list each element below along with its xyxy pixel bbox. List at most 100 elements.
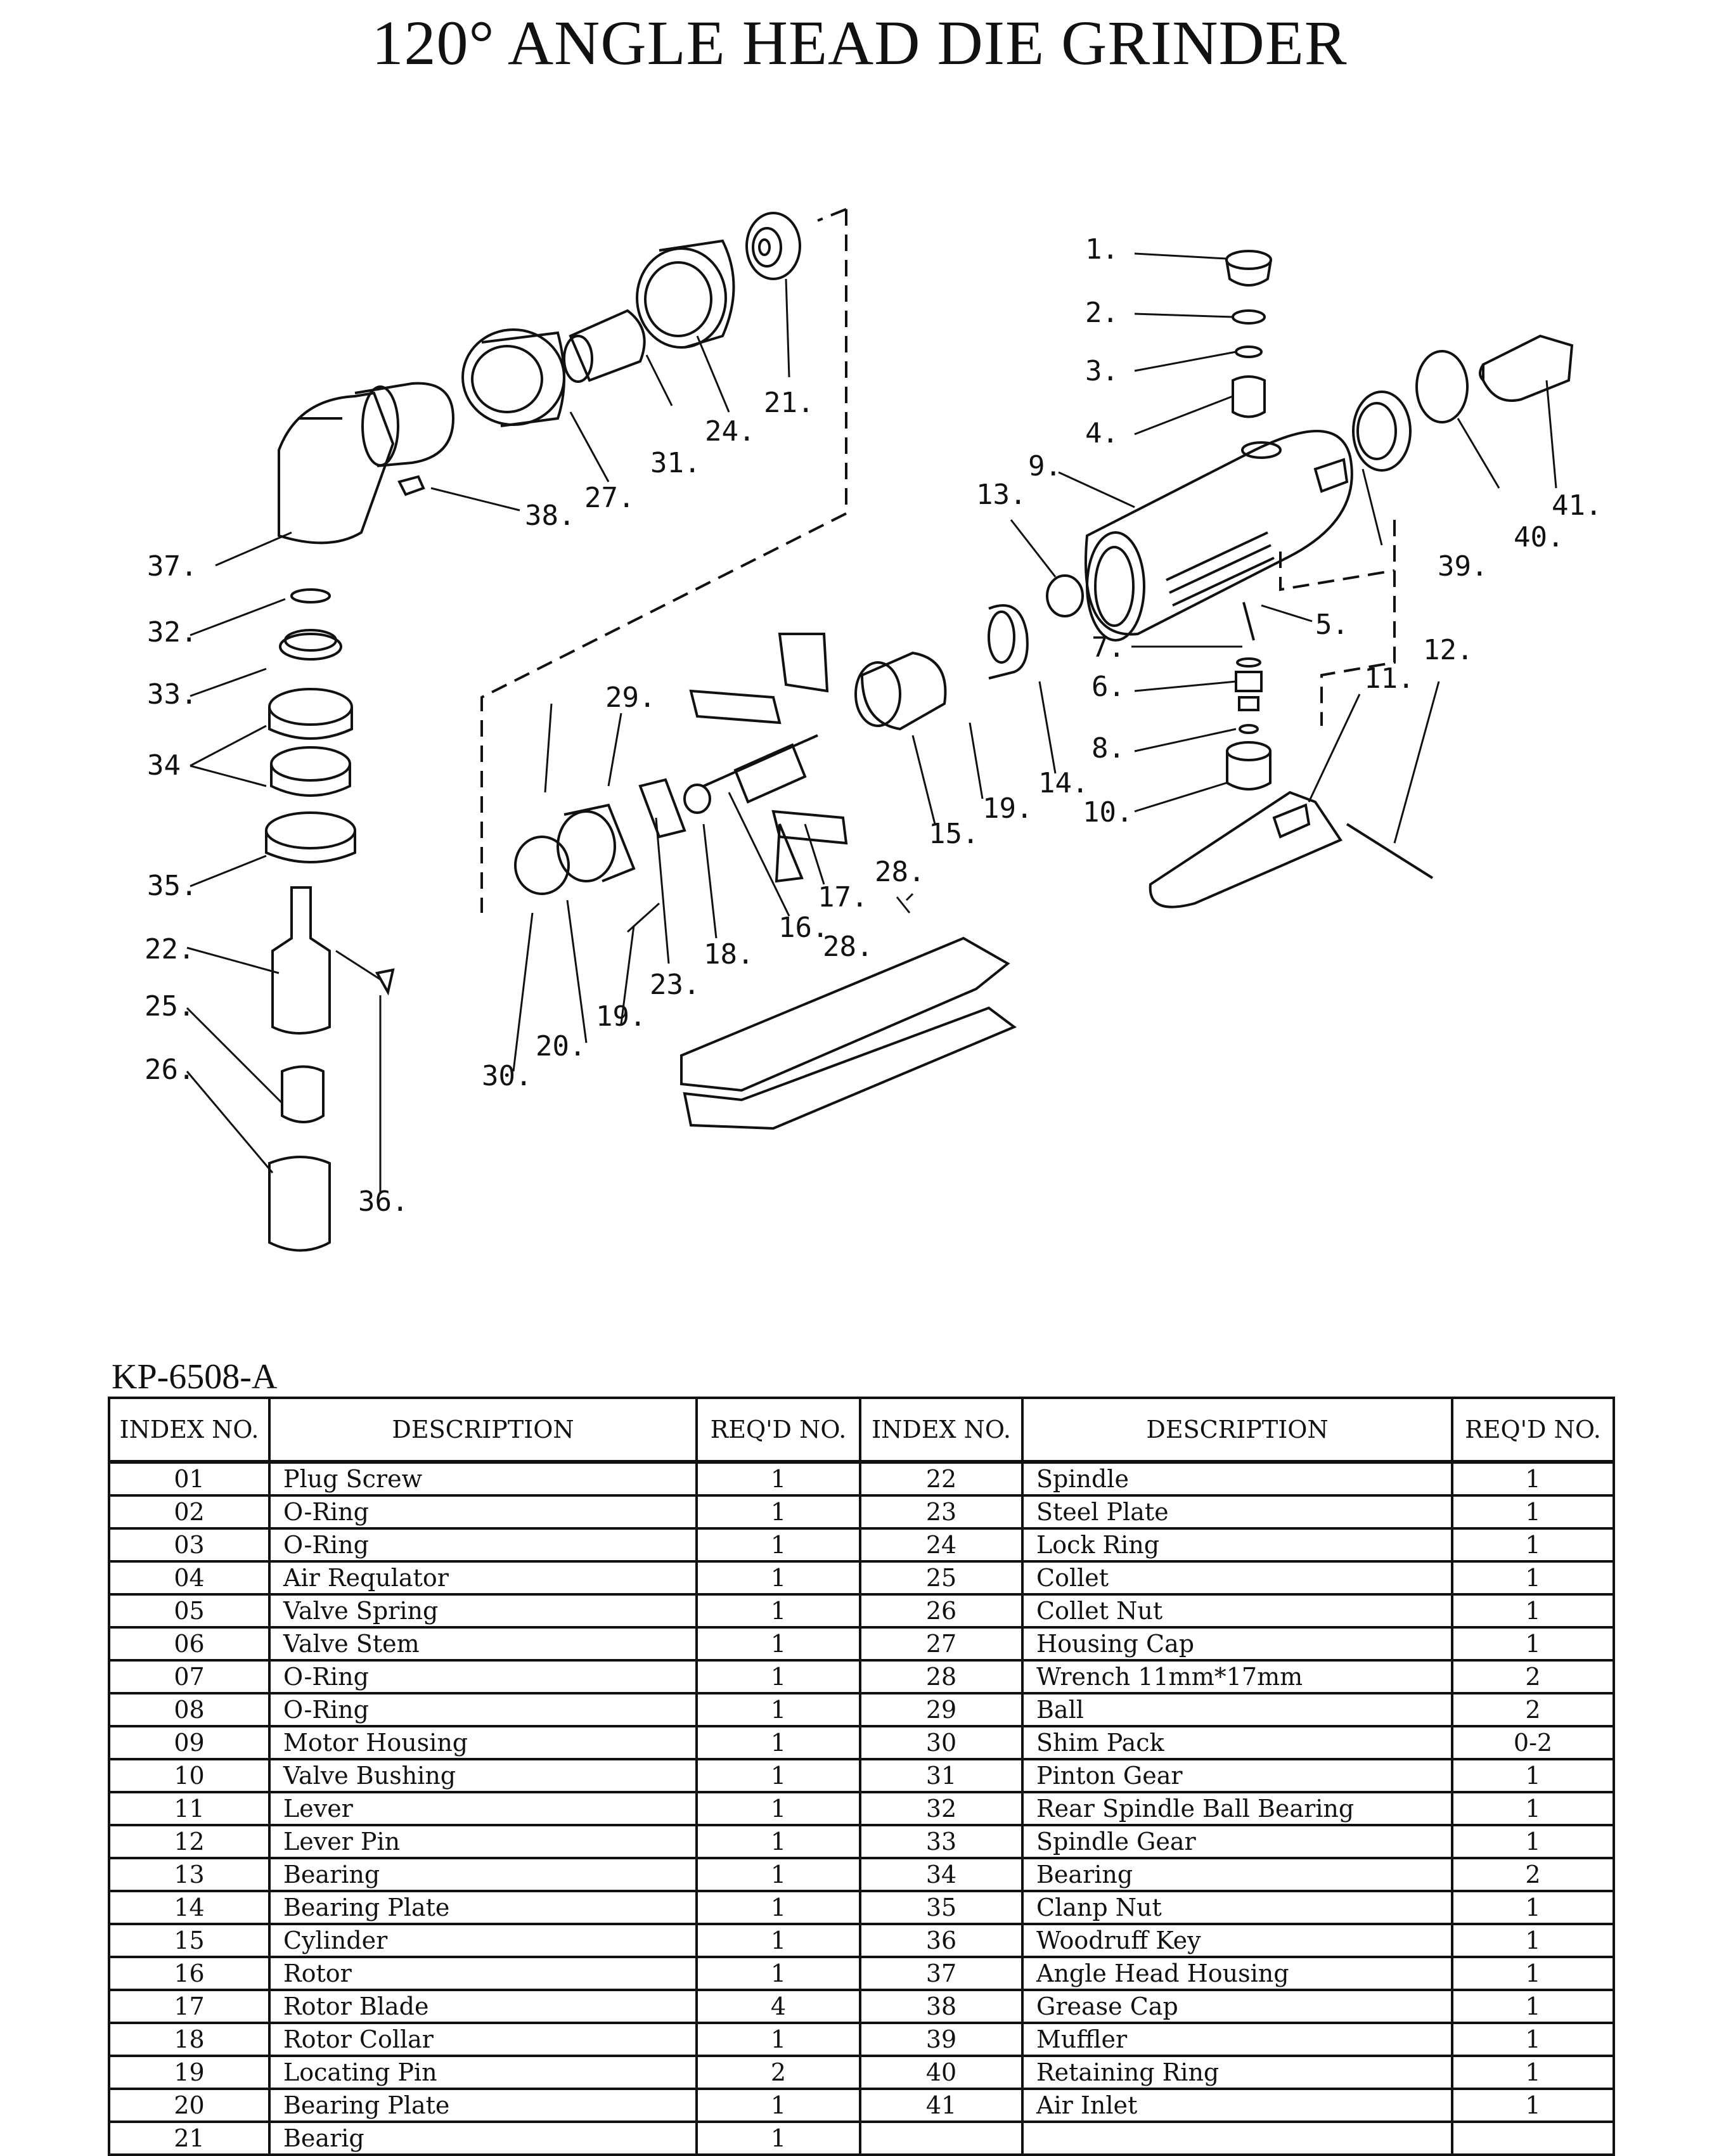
description-cell: Plug Screw xyxy=(268,1461,698,1497)
description-cell: Shim Pack xyxy=(1021,1725,1453,1760)
index-cell: 01 xyxy=(108,1461,271,1497)
quantity-cell: 1 xyxy=(1451,1989,1615,2024)
wrench-part xyxy=(680,936,1017,1130)
description-cell: Muffler xyxy=(1021,2022,1453,2057)
pinion-gear-part xyxy=(563,309,646,383)
description-cell: Rotor Blade xyxy=(268,1989,698,2024)
callout-label: 6. xyxy=(1091,671,1125,703)
description-cell: Air Inlet xyxy=(1021,2088,1453,2123)
motor-housing-part xyxy=(1084,430,1353,642)
callout-label: 17. xyxy=(818,881,868,913)
callout-label: 18. xyxy=(704,938,754,971)
callout-label: 4. xyxy=(1085,417,1119,449)
description-cell: O-Ring xyxy=(268,1659,698,1694)
index-cell: 17 xyxy=(108,1989,271,2024)
index-cell: 22 xyxy=(859,1461,1024,1497)
quantity-cell: 2 xyxy=(1451,1692,1615,1727)
index-cell: 33 xyxy=(859,1824,1024,1859)
description-cell: Collet Nut xyxy=(1021,1593,1453,1629)
callout-label: 9. xyxy=(1028,450,1062,482)
description-cell: Steel Plate xyxy=(1021,1494,1453,1530)
index-cell: 21 xyxy=(108,2120,271,2156)
callout-label: 28. xyxy=(875,856,925,888)
model-number: KP-6508-A xyxy=(112,1357,278,1397)
callout-label: 21. xyxy=(764,387,814,419)
quantity-cell: 1 xyxy=(695,2088,861,2123)
description-cell: Collet xyxy=(1021,1560,1453,1596)
quantity-cell: 1 xyxy=(695,1626,861,1662)
quantity-cell xyxy=(1451,2120,1615,2156)
index-cell: 35 xyxy=(859,1890,1024,1925)
index-cell: 40 xyxy=(859,2055,1024,2090)
angle-head-group-frame xyxy=(480,208,1396,913)
callout-label: 16. xyxy=(778,912,828,944)
quantity-cell: 1 xyxy=(695,1461,861,1497)
callout-label: 32. xyxy=(147,616,197,649)
quantity-cell: 4 xyxy=(695,1989,861,2024)
callout-label: 33. xyxy=(147,678,197,711)
description-cell: Woodruff Key xyxy=(1021,1923,1453,1958)
quantity-cell: 1 xyxy=(695,1494,861,1530)
lever-part xyxy=(1149,791,1434,908)
index-cell: 06 xyxy=(108,1626,271,1662)
callout-label: 12. xyxy=(1423,634,1473,666)
callout-label: 3. xyxy=(1085,355,1119,387)
quantity-cell: 1 xyxy=(1451,1494,1615,1530)
description-cell: Rotor Collar xyxy=(268,2022,698,2057)
grease-cap-part xyxy=(397,475,425,496)
callout-label: 19. xyxy=(596,1000,646,1033)
column-header: INDEX NO. xyxy=(108,1397,271,1463)
quantity-cell: 1 xyxy=(695,1659,861,1694)
callout-label: 5. xyxy=(1315,609,1349,641)
index-cell: 04 xyxy=(108,1560,271,1596)
spindle-stack-part xyxy=(265,588,395,1252)
description-cell: Cylinder xyxy=(268,1923,698,1958)
index-cell: 32 xyxy=(859,1791,1024,1826)
callout-label: 19. xyxy=(982,792,1033,825)
index-cell: 30 xyxy=(859,1725,1024,1760)
quantity-cell: 1 xyxy=(695,2022,861,2057)
callout-label: 27. xyxy=(584,482,634,514)
quantity-cell: 1 xyxy=(695,1725,861,1760)
description-cell: Pinton Gear xyxy=(1021,1758,1453,1793)
description-cell: Lock Ring xyxy=(1021,1527,1453,1563)
motor-parts xyxy=(514,574,1084,895)
quantity-cell: 1 xyxy=(695,1593,861,1629)
description-cell: Grease Cap xyxy=(1021,1989,1453,2024)
bearing-21-part xyxy=(745,212,801,280)
callout-label: 22. xyxy=(145,933,195,965)
column-header: REQ'D NO. xyxy=(1451,1397,1615,1463)
description-cell: Clanp Nut xyxy=(1021,1890,1453,1925)
index-cell: 03 xyxy=(108,1527,271,1563)
callout-label: 14. xyxy=(1038,767,1088,799)
valve-stack-part xyxy=(1225,250,1272,791)
index-cell: 26 xyxy=(859,1593,1024,1629)
quantity-cell: 1 xyxy=(1451,2055,1615,2090)
parts-table: INDEX NO. DESCRIPTION REQ'D NO. INDEX NO… xyxy=(108,1397,1615,2156)
callout-label: 31. xyxy=(650,447,700,479)
callout-label: 41. xyxy=(1552,489,1602,522)
quantity-cell: 1 xyxy=(695,1857,861,1892)
quantity-cell: 1 xyxy=(695,1560,861,1596)
lock-ring-part xyxy=(636,239,735,349)
callout-label: 23. xyxy=(650,969,700,1001)
index-cell: 38 xyxy=(859,1989,1024,2024)
callout-label: 30. xyxy=(482,1060,532,1092)
callout-label: 7. xyxy=(1091,631,1125,664)
callout-label: 25. xyxy=(145,990,195,1023)
index-cell: 14 xyxy=(108,1890,271,1925)
page-title: 120° ANGLE HEAD DIE GRINDER xyxy=(371,8,1348,78)
index-cell: 18 xyxy=(108,2022,271,2057)
index-cell: 31 xyxy=(859,1758,1024,1793)
description-cell: Retaining Ring xyxy=(1021,2055,1453,2090)
description-cell: O-Ring xyxy=(268,1527,698,1563)
column-header: INDEX NO. xyxy=(859,1397,1024,1463)
